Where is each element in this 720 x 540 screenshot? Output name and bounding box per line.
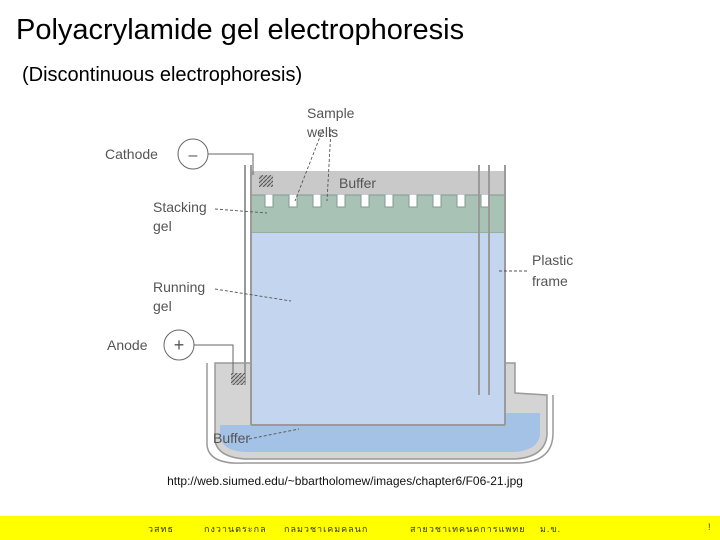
footer-item: วสทธ (148, 524, 174, 534)
cathode-label: Cathode (105, 146, 158, 162)
buffer-bottom-label: Buffer (213, 430, 250, 446)
plastic-frame-label-line1: Plastic (532, 252, 573, 268)
slide-subtitle: (Discontinuous electrophoresis) (22, 64, 303, 86)
stacking-gel-label-line2: gel (153, 218, 172, 234)
running-gel (251, 233, 505, 425)
running-gel-label-line1: Running (153, 279, 205, 295)
footer-item: กลมวชาเคมคลนก (284, 524, 369, 534)
upper-buffer (251, 171, 505, 195)
electrophoresis-diagram: Cathode – Anode + Sample wells Buffer St… (105, 105, 573, 464)
footer-bar: วสทธ กงวานตระกล กลมวชาเคมคลนก สายวชาเทคน… (0, 516, 720, 540)
anode-electrode (231, 373, 245, 385)
plastic-frame-label-line2: frame (532, 273, 568, 289)
running-gel-label-line2: gel (153, 298, 172, 314)
cathode-sign: – (189, 147, 198, 164)
source-url: http://web.siumed.edu/~bbartholomew/imag… (167, 474, 523, 488)
stacking-gel (250, 194, 506, 234)
anode-label: Anode (107, 337, 148, 353)
anode-sign: + (174, 335, 185, 355)
buffer-top-label: Buffer (339, 175, 376, 191)
footer-item: ม.ข. (540, 524, 562, 534)
slide-title: Polyacrylamide gel electrophoresis (16, 14, 465, 46)
footer-item: สายวชาเทคนคการแพทย (410, 524, 526, 534)
sample-wells-label-line1: Sample (307, 105, 355, 121)
footer-page-number: ! (708, 522, 712, 532)
stacking-gel-label-line1: Stacking (153, 199, 207, 215)
footer-item: กงวานตระกล (204, 524, 267, 534)
cathode-electrode (259, 175, 273, 187)
sample-wells-label-line2: wells (306, 124, 338, 140)
